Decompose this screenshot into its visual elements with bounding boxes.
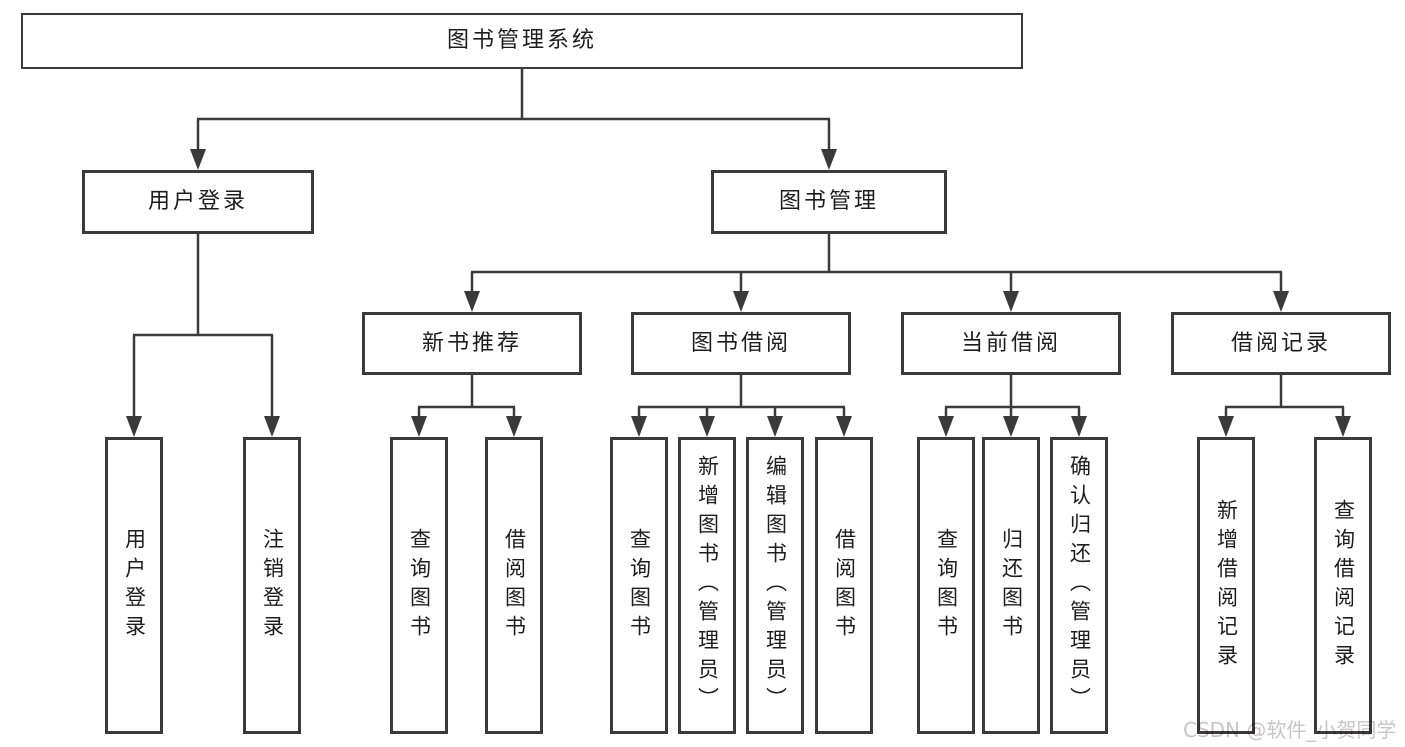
node-root-library-management-system: 图书管理系统 — [21, 13, 1023, 69]
leaf-label: 查询图书 — [407, 527, 432, 644]
leaf-current-confirm-return-admin: 确认归还（管理员） — [1050, 437, 1108, 734]
node-book-management: 图书管理 — [711, 170, 947, 234]
leaf-user-login: 用户登录 — [105, 437, 163, 734]
node-current-borrowing: 当前借阅 — [901, 312, 1121, 375]
leaf-label: 借阅图书 — [832, 527, 857, 644]
leaf-record-query-borrow-record: 查询借阅记录 — [1314, 437, 1372, 734]
leaf-newbook-borrow-books: 借阅图书 — [485, 437, 543, 734]
leaf-label: 查询图书 — [627, 527, 652, 644]
leaf-logout: 注销登录 — [243, 437, 301, 734]
leaf-label: 注销登录 — [260, 527, 285, 644]
leaf-label: 借阅图书 — [502, 527, 527, 644]
leaf-borrow-add-books-admin: 新增图书（管理员） — [678, 437, 736, 734]
leaf-borrow-query-books: 查询图书 — [610, 437, 668, 734]
node-new-book-recommend: 新书推荐 — [362, 312, 582, 375]
node-label: 图书管理 — [778, 189, 879, 214]
node-label: 新书推荐 — [421, 330, 522, 356]
leaf-current-query-books: 查询图书 — [917, 437, 975, 734]
leaf-borrow-edit-books-admin: 编辑图书（管理员） — [746, 437, 804, 734]
node-book-borrowing: 图书借阅 — [631, 312, 851, 375]
leaf-borrow-borrow-books: 借阅图书 — [815, 437, 873, 734]
leaf-label: 新增图书（管理员） — [695, 455, 720, 716]
leaf-record-add-borrow-record: 新增借阅记录 — [1197, 437, 1255, 734]
leaf-newbook-query-books: 查询图书 — [390, 437, 448, 734]
leaf-label: 用户登录 — [122, 527, 147, 644]
node-label: 当前借阅 — [960, 330, 1061, 356]
leaf-label: 确认归还（管理员） — [1067, 455, 1092, 716]
node-label: 图书借阅 — [690, 330, 791, 356]
leaf-label: 查询借阅记录 — [1331, 498, 1356, 673]
node-label: 借阅记录 — [1230, 330, 1331, 356]
node-user-login: 用户登录 — [82, 170, 314, 234]
leaf-label: 归还图书 — [999, 527, 1024, 644]
leaf-label: 编辑图书（管理员） — [763, 455, 788, 716]
node-label: 用户登录 — [147, 189, 248, 214]
node-borrow-records: 借阅记录 — [1171, 312, 1391, 375]
leaf-current-return-books: 归还图书 — [982, 437, 1040, 734]
leaf-label: 新增借阅记录 — [1214, 498, 1239, 673]
leaf-label: 查询图书 — [934, 527, 959, 644]
csdn-watermark: CSDN @软件_小贺同学 — [1183, 718, 1397, 742]
node-label: 图书管理系统 — [446, 28, 597, 53]
